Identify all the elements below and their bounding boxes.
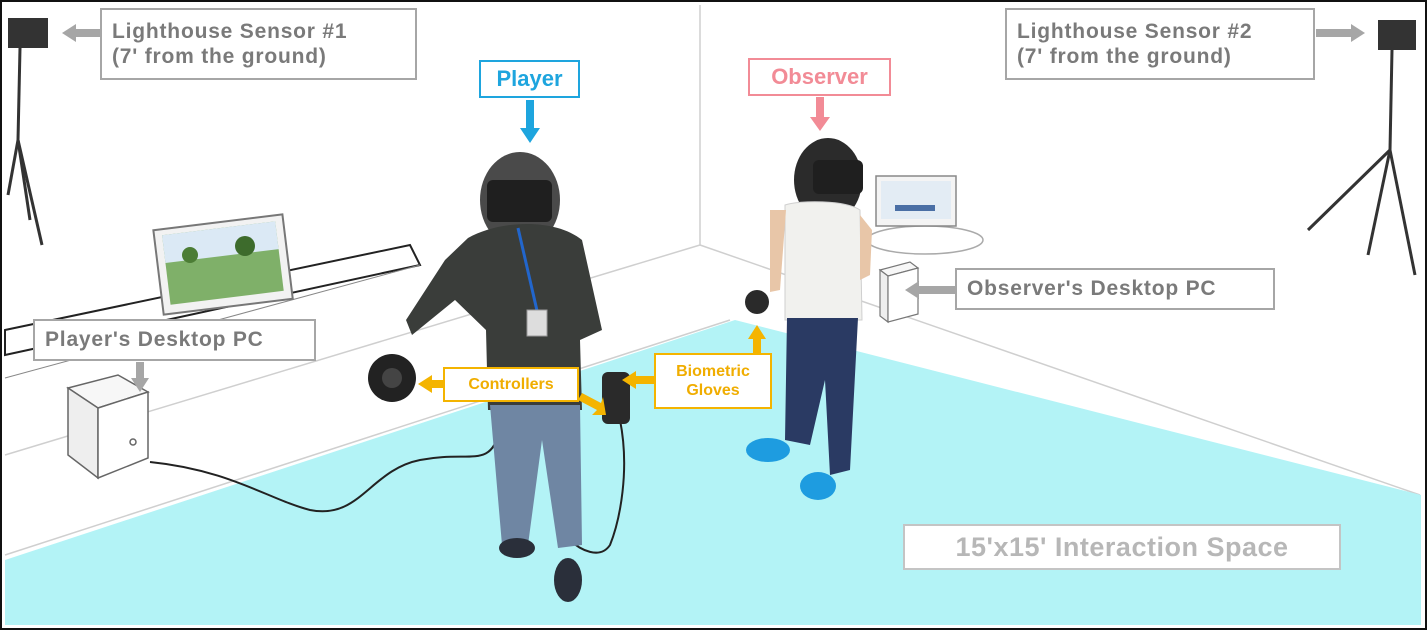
arrow-observer	[810, 97, 830, 131]
gloves-line-1: Biometric	[676, 362, 750, 380]
arrow-observer-pc	[905, 281, 955, 299]
biometric-gloves-label: Biometric Gloves	[654, 353, 772, 409]
lighthouse-sensor-2-label: Lighthouse Sensor #2 (7' from the ground…	[1005, 8, 1315, 80]
sensor-1-height: (7' from the ground)	[112, 45, 327, 68]
tripod-right	[1306, 20, 1417, 276]
controllers-label: Controllers	[443, 367, 579, 402]
interaction-space-label: 15'x15' Interaction Space	[903, 524, 1341, 570]
arrow-player-pc	[131, 362, 149, 392]
observer-desk	[866, 175, 984, 255]
arrow-controller-left	[418, 375, 443, 393]
observer-desktop-pc-label: Observer's Desktop PC	[955, 268, 1275, 310]
sensor-1-name: Lighthouse Sensor #1	[112, 19, 348, 43]
observer-pc-tower	[878, 261, 920, 324]
observer-label: Observer	[748, 58, 891, 96]
observer-glove	[745, 290, 769, 314]
observer-figure	[745, 138, 872, 500]
cables	[149, 419, 626, 554]
player-monitor	[152, 213, 294, 316]
player-pc-tower	[66, 374, 150, 480]
lighthouse-sensor-1-label: Lighthouse Sensor #1 (7' from the ground…	[100, 8, 417, 80]
sensor-2-name: Lighthouse Sensor #2	[1017, 19, 1253, 43]
gray-arrows	[62, 24, 1365, 392]
player-desktop-pc-label: Player's Desktop PC	[33, 319, 316, 361]
tripod-left	[6, 18, 48, 246]
sensor-2-height: (7' from the ground)	[1017, 45, 1232, 68]
right-controller	[602, 372, 630, 424]
arrow-player	[520, 100, 540, 143]
yellow-arrows	[418, 325, 766, 415]
player-figure	[368, 152, 630, 602]
arrow-sensor-2	[1316, 24, 1365, 42]
gloves-line-2: Gloves	[686, 382, 740, 399]
arrow-controller-right	[578, 393, 606, 415]
player-headset	[487, 180, 552, 222]
arrow-glove-right	[748, 325, 766, 353]
arrow-glove-left	[622, 371, 654, 389]
observer-headset	[813, 160, 863, 194]
player-label: Player	[479, 60, 580, 98]
arrow-sensor-1	[62, 24, 100, 42]
